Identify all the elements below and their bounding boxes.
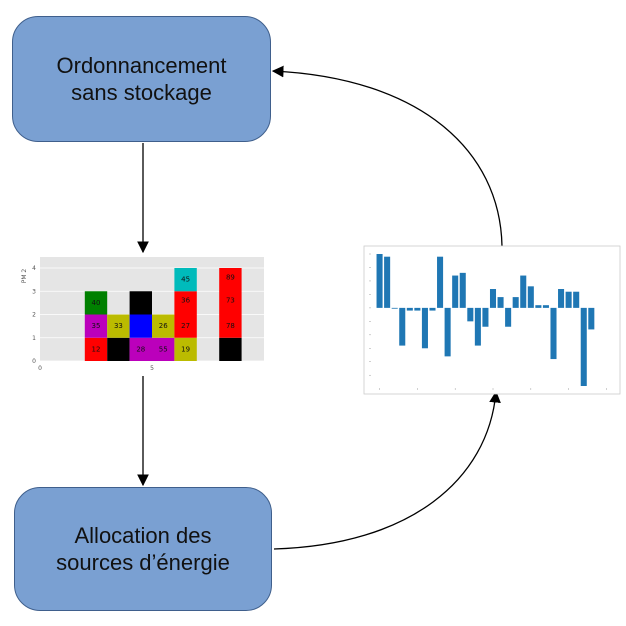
bar [444,307,451,357]
bar [580,307,587,386]
gantt-block-label: 89 [226,273,235,281]
gantt-block-label: 40 [92,299,101,307]
bar-series [376,254,595,386]
bar [489,289,497,308]
gantt-xtick: 5 [150,365,154,372]
ordonnancement-line2: sans stockage [71,80,212,105]
bar [467,307,474,322]
gantt-blocks: 12 35 40 33 28 55 26 19 27 36 45 78 73 89 [84,268,242,361]
bar-chart [363,245,621,395]
ordonnancement-box: Ordonnancement sans stockage [12,16,271,142]
gantt-block [129,314,152,338]
bar [429,307,436,311]
gantt-block [219,337,242,361]
gantt-block-label: 78 [226,322,235,330]
gantt-block-label: 26 [159,322,168,330]
bar [550,307,557,360]
gantt-block-label: 45 [181,276,190,284]
bar [474,307,481,346]
arrow-barchart-to-top [271,65,503,247]
gantt-ylabel: PM 2 [21,269,28,284]
gantt-block-label: 27 [181,322,190,330]
bar [527,286,534,308]
gantt-block [152,314,175,338]
bar [414,307,421,311]
gantt-ytick: 0 [32,358,36,365]
gantt-ytick: 1 [32,335,36,342]
bar [384,256,391,308]
gantt-block-label: 33 [114,322,123,330]
gantt-block-label: 36 [181,297,190,305]
gantt-block-label: 28 [136,345,145,353]
bar [399,307,406,346]
gantt-block [174,337,197,361]
gantt-block [174,268,197,292]
bar [376,254,383,308]
gantt-block [84,314,108,338]
allocation-box: Allocation des sources d’énergie [14,487,272,611]
gantt-ytick: 3 [32,288,36,295]
bar [565,291,572,308]
allocation-line2: sources d’énergie [56,550,230,575]
bar [535,305,542,308]
gantt-block-label: 35 [92,322,101,330]
bar [558,289,565,308]
ordonnancement-line1: Ordonnancement [56,52,227,78]
bar-chart-frame [363,245,621,395]
gantt-block-label: 19 [181,345,190,353]
bar [452,275,459,308]
gantt-ytick: 2 [32,312,36,319]
bar [459,272,466,308]
gantt-block [152,337,175,361]
bar [421,307,428,349]
allocation-line1: Allocation des [74,522,212,548]
gantt-block [84,337,108,361]
gantt-block [84,291,108,315]
gantt-ytick: 4 [32,265,36,272]
bar [588,307,595,330]
bar [573,291,580,308]
gantt-block [107,337,130,361]
bar [406,307,413,311]
gantt-block [129,337,152,361]
gantt-block [219,268,242,338]
arrow-bottom-to-barchart [273,390,501,550]
bar [542,305,549,308]
bar-chart-ticks [369,253,607,390]
gantt-block-label: 12 [92,345,101,353]
gantt-xtick: 0 [38,365,42,372]
bar [482,307,489,327]
bar [512,297,519,308]
gantt-block-label: 55 [159,345,168,353]
gantt-block [107,314,130,338]
gantt-block-label: 73 [226,297,235,305]
bar [497,297,504,308]
gantt-block [174,291,197,338]
bar [437,256,444,308]
bar [391,307,398,309]
bar [505,307,512,327]
bar [520,275,527,308]
gantt-block [129,291,152,315]
